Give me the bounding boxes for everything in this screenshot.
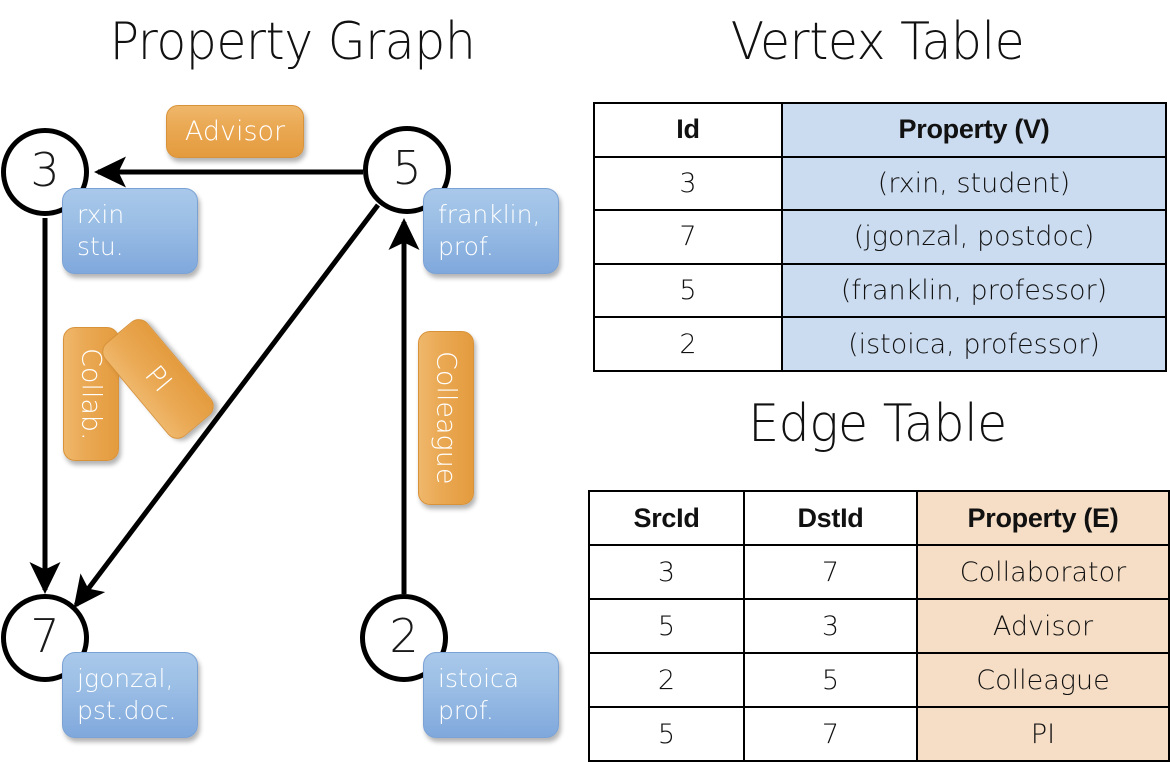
edge-property-bubble-colleague: Colleague: [418, 331, 474, 505]
graph-node-2-label: 2: [389, 609, 419, 663]
vertex-row-property: (jgonzal, postdoc): [781, 209, 1167, 265]
vertex-property-bubble-istoica: istoica prof.: [423, 652, 559, 738]
vertex-table: Id Property (V) 3 (rxin, student) 7 (jgo…: [593, 102, 1167, 372]
page-title-property-graph: Property Graph: [109, 12, 476, 72]
table-row[interactable]: 3 (rxin, student): [593, 155, 1167, 212]
table-row[interactable]: 5 (franklin, professor): [593, 262, 1167, 319]
edge-row-dstid: 7: [743, 706, 918, 762]
edge-row-srcid: 5: [588, 706, 745, 762]
vertex-row-property: (istoica, professor): [781, 316, 1167, 372]
graph-node-3-label: 3: [30, 143, 60, 197]
vertex-property-bubble-jgonzal: jgonzal, pst.doc.: [62, 652, 198, 738]
page-title-edge-table: Edge Table: [748, 394, 1007, 454]
edge-table-header-dstid: DstId: [743, 490, 918, 546]
graph-node-2[interactable]: 2: [360, 594, 448, 682]
vertex-row-id: 5: [593, 262, 783, 319]
edge-property-bubble-advisor: Advisor: [166, 105, 304, 158]
edge-row-srcid: 2: [588, 652, 745, 708]
graph-node-5-label: 5: [392, 141, 422, 195]
edge-row-dstid: 7: [743, 544, 918, 600]
vertex-property-bubble-franklin: franklin, prof.: [423, 188, 559, 274]
edge-row-property: Collaborator: [916, 544, 1170, 600]
vertex-table-header-row: Id Property (V): [593, 102, 1167, 158]
table-row[interactable]: 3 7 Collaborator: [588, 544, 1170, 600]
graph-node-7-label: 7: [30, 609, 60, 663]
edge-row-srcid: 5: [588, 598, 745, 654]
vertex-table-header-id: Id: [593, 102, 783, 158]
edge-row-srcid: 3: [588, 544, 745, 600]
edge-row-property: Colleague: [916, 652, 1170, 708]
edge-line-pi: [73, 203, 380, 609]
edge-property-bubble-collab: Collab.: [63, 327, 119, 461]
edge-table-header-property: Property (E): [916, 490, 1170, 546]
edge-row-dstid: 3: [743, 598, 918, 654]
graph-edge-lines: [29, 156, 420, 609]
vertex-row-id: 3: [593, 155, 783, 212]
table-row[interactable]: 2 5 Colleague: [588, 652, 1170, 708]
table-row[interactable]: 5 3 Advisor: [588, 598, 1170, 654]
table-row[interactable]: 7 (jgonzal, postdoc): [593, 209, 1167, 265]
edge-table-header-srcid: SrcId: [588, 490, 745, 546]
vertex-table-header-property: Property (V): [781, 102, 1167, 158]
vertex-property-bubble-rxin: rxin stu.: [62, 188, 198, 274]
vertex-row-id: 2: [593, 316, 783, 372]
graph-node-5[interactable]: 5: [363, 126, 451, 214]
table-row[interactable]: 2 (istoica, professor): [593, 316, 1167, 372]
edge-table: SrcId DstId Property (E) 3 7 Collaborato…: [588, 490, 1170, 762]
edge-row-property: Advisor: [916, 598, 1170, 654]
table-row[interactable]: 5 7 PI: [588, 706, 1170, 762]
page-title-vertex-table: Vertex Table: [730, 12, 1025, 72]
edge-row-dstid: 5: [743, 652, 918, 708]
vertex-row-property: (rxin, student): [781, 155, 1167, 212]
vertex-row-property: (franklin, professor): [781, 262, 1167, 319]
edge-table-header-row: SrcId DstId Property (E): [588, 490, 1170, 546]
vertex-row-id: 7: [593, 209, 783, 265]
edge-row-property: PI: [916, 706, 1170, 762]
property-graph-diagram: 3 5 7 2 rxin stu. franklin, prof. jgonza…: [0, 0, 585, 760]
